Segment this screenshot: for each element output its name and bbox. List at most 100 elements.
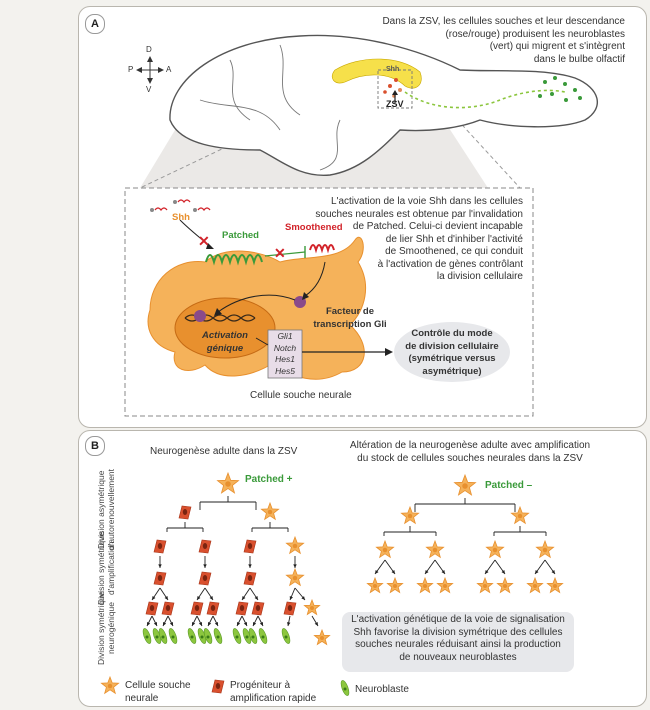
lineage-arrowhead (293, 564, 297, 568)
neuroblast-nucleus (216, 635, 220, 639)
lineage-arrowhead (237, 622, 241, 626)
stem-cell-nucleus (553, 584, 557, 588)
zsv-label: ZSV (386, 99, 404, 109)
stem-cell-nucleus (407, 513, 413, 519)
progenitor-nucleus (215, 683, 221, 689)
neuroblast-nucleus (171, 635, 175, 639)
stem-cell-nucleus (107, 683, 113, 689)
activation-label: Activation génique (202, 330, 248, 354)
lineage-arrowhead (314, 622, 318, 626)
gli-nuclear (194, 310, 206, 322)
gli-factor-label: Facteur de transcription Gli (313, 306, 387, 330)
lineage-arrowhead (197, 596, 201, 600)
stem-cell-nucleus (320, 636, 324, 640)
lineage-arrowhead (243, 622, 247, 626)
stem-cell-nucleus (292, 575, 298, 581)
division-fork (414, 498, 516, 512)
lineage-arrowhead (254, 596, 258, 600)
stem-cell-nucleus (292, 543, 298, 549)
axis-a: A (166, 65, 172, 74)
lineage-arrowhead (208, 622, 212, 626)
lineage-arrowhead (425, 570, 429, 574)
neuroblast-nucleus (155, 635, 159, 639)
panel-a-letter: A (85, 14, 105, 34)
axis-p: P (128, 65, 134, 74)
neuroblast-nucleus (145, 635, 149, 639)
patched-receptor (205, 254, 263, 266)
lineage-arrowhead (441, 570, 445, 574)
lineage-arrowhead (158, 564, 162, 568)
lineage-arrowhead (209, 596, 213, 600)
progenitor-nucleus (157, 575, 163, 581)
note-text: L'activation génétique de la voie de sig… (351, 614, 565, 663)
progenitor-nucleus (202, 543, 208, 549)
zoom-box (377, 69, 413, 109)
stem-cell-nucleus (382, 547, 388, 553)
division-fork (166, 522, 204, 532)
division-fork (493, 526, 547, 536)
progenitor-nucleus (210, 605, 216, 611)
caption-top: Dans la ZSV, les cellules souches et leu… (382, 16, 625, 65)
control-label: Contrôle du mode de division cellulaire … (405, 328, 499, 377)
stem-cell-nucleus (517, 513, 523, 519)
smoothened-label: Smoothened (285, 222, 343, 233)
neuroblast-nucleus (284, 635, 288, 639)
lineage-arrowhead (375, 570, 379, 574)
lineage-arrowhead (198, 622, 202, 626)
panel-b-letter: B (85, 436, 105, 456)
patched-label: Patched (222, 230, 259, 241)
stem-cell-nucleus (483, 584, 487, 588)
shh-label: Shh (172, 212, 190, 223)
lineage-arrowhead (253, 622, 257, 626)
lineage-arrowhead (287, 622, 291, 626)
explanation-text: L'activation de la voie Shh dans les cel… (315, 196, 523, 282)
left-title: Neurogenèse adulte dans la ZSV (150, 446, 298, 457)
stem-cell-nucleus (542, 547, 548, 553)
neuroblast-nucleus (200, 635, 204, 639)
lineage-arrowhead (153, 622, 157, 626)
shh-small-label: Shh (386, 66, 400, 73)
lineage-arrowhead (485, 570, 489, 574)
patched-minus-label: Patched – (485, 480, 533, 491)
control-ellipse (394, 322, 510, 382)
gene-box (267, 329, 303, 379)
neuroblast-nucleus (161, 635, 165, 639)
neuroblast-nucleus (206, 635, 210, 639)
neuroblast-nucleus (251, 635, 255, 639)
inhibition-cross-1: ✕ (274, 245, 286, 261)
lineage-arrowhead (248, 564, 252, 568)
progenitor-nucleus (165, 605, 171, 611)
progenitor-nucleus (194, 605, 200, 611)
neuroblast-nucleus (190, 635, 194, 639)
progenitor-nucleus (247, 575, 253, 581)
patched-plus-label: Patched + (245, 474, 293, 485)
stem-cell-nucleus (462, 483, 468, 489)
lineage-arrowhead (163, 622, 167, 626)
stem-cell-nucleus (310, 606, 314, 610)
lineage-arrowhead (203, 564, 207, 568)
lineage-arrowhead (242, 596, 246, 600)
progenitor-nucleus (287, 605, 293, 611)
lineage-arrowhead (391, 570, 395, 574)
stem-cell-nucleus (267, 509, 273, 515)
lineage-arrowhead (289, 596, 293, 600)
progenitor-nucleus (255, 605, 261, 611)
lineage-arrowhead (147, 622, 151, 626)
lineage-arrowhead (164, 596, 168, 600)
lineage-arrowhead (259, 622, 263, 626)
progenitor-nucleus (149, 605, 155, 611)
lineage-arrowhead (301, 596, 305, 600)
right-title: Altération de la neurogenèse adulte avec… (349, 440, 591, 464)
lineage-arrowhead (501, 570, 505, 574)
lineage-arrowhead (214, 622, 218, 626)
progenitor-nucleus (247, 543, 253, 549)
progenitor-nucleus (182, 509, 188, 515)
lineage-arrowhead (535, 570, 539, 574)
inhibition-cross-2: ✕ (198, 233, 210, 249)
axis-d: D (146, 45, 152, 54)
stem-cell-nucleus (503, 584, 507, 588)
